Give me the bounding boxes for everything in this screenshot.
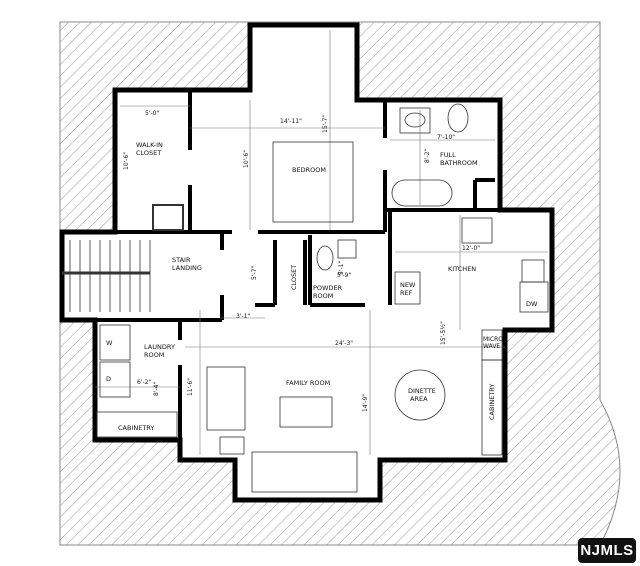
microwave-label-2: WAVE bbox=[483, 343, 500, 350]
dw-label: DW bbox=[526, 300, 538, 308]
dim-hall-width: 3'-1" bbox=[236, 313, 250, 320]
dinette-table bbox=[394, 369, 446, 421]
dim-powder-width: 5'-9" bbox=[337, 272, 351, 279]
coffee-table bbox=[279, 396, 333, 428]
dim-family-side: 11'-6" bbox=[187, 378, 194, 396]
powder-toilet bbox=[316, 245, 334, 271]
laundry-cabinetry bbox=[96, 411, 178, 438]
new-ref-label-2: REF bbox=[400, 289, 413, 297]
walk-in-closet-label-2: CLOSET bbox=[136, 149, 161, 157]
full-bathroom-label: FULL bbox=[440, 151, 456, 159]
dim-bath-width: 7'-10" bbox=[437, 134, 455, 141]
powder-room-label-2: ROOM bbox=[313, 292, 333, 300]
dim-closet-width: 5'-0" bbox=[145, 110, 159, 117]
dryer-label: D bbox=[106, 375, 111, 383]
refrigerator bbox=[394, 271, 421, 305]
washer bbox=[99, 324, 131, 361]
dim-powder-depth: 5'-1" bbox=[338, 261, 345, 275]
dim-bath-depth: 8'-2" bbox=[424, 149, 431, 163]
dim-closet-depth: 10'-6" bbox=[123, 152, 130, 170]
dim-bedroom-depth: 10'-6" bbox=[243, 150, 250, 168]
new-ref-label: NEW bbox=[400, 281, 416, 289]
side-table bbox=[219, 436, 245, 455]
dim-kitchen-width: 12'-0" bbox=[462, 245, 480, 252]
bedroom-label: BEDROOM bbox=[292, 166, 326, 174]
full-bathroom-label-2: BATHROOM bbox=[440, 159, 478, 167]
interior-walls bbox=[62, 90, 500, 440]
walk-in-closet-label: WALK-IN bbox=[136, 141, 163, 149]
family-room-label: FAMILY ROOM bbox=[286, 379, 330, 387]
bed bbox=[272, 141, 354, 223]
kitchen-cabinetry-label: CABINETRY bbox=[488, 384, 496, 420]
powder-room-label: POWDER bbox=[313, 284, 343, 292]
chair bbox=[206, 366, 246, 431]
dinette-area-label-2: AREA bbox=[410, 395, 428, 403]
dim-bedroom-alcove: 15'-7" bbox=[322, 115, 329, 133]
fireplace bbox=[152, 204, 184, 231]
sofa bbox=[251, 451, 358, 493]
dinette-area-label: DINETTE bbox=[408, 387, 436, 395]
closet-label: CLOSET bbox=[290, 265, 298, 290]
microwave-label: MICRO bbox=[483, 336, 503, 343]
laundry-room-label: LAUNDRY bbox=[144, 343, 175, 351]
dim-family-width: 24'-3" bbox=[335, 340, 353, 347]
stairs bbox=[62, 240, 151, 312]
bath-sink bbox=[399, 107, 431, 134]
dim-kitchen-depth: 15'-5½" bbox=[440, 321, 447, 345]
laundry-cabinetry-label: CABINETRY bbox=[118, 424, 154, 432]
powder-sink bbox=[337, 239, 357, 259]
bathtub bbox=[391, 179, 453, 207]
dishwasher bbox=[519, 281, 549, 313]
dim-family-depth: 14'-9" bbox=[362, 394, 369, 412]
fixtures bbox=[62, 103, 549, 493]
dim-laundry-width: 6'-2" bbox=[137, 379, 151, 386]
washer-label: W bbox=[106, 339, 113, 347]
toilet bbox=[447, 103, 469, 133]
dim-laundry-depth: 8'-4" bbox=[153, 382, 160, 396]
kitchen-label: KITCHEN bbox=[448, 265, 476, 273]
njmls-logo: NJMLS bbox=[578, 538, 636, 563]
cooktop bbox=[461, 217, 493, 244]
dim-hall-depth: 5'-7" bbox=[251, 266, 258, 280]
kitchen-cabinetry bbox=[481, 359, 503, 456]
dryer bbox=[99, 361, 131, 398]
dim-bedroom-width: 14'-11" bbox=[280, 118, 302, 125]
stair-landing-label-2: LANDING bbox=[172, 264, 202, 272]
stair-landing-label: STAIR bbox=[172, 256, 191, 264]
laundry-room-label-2: ROOM bbox=[144, 351, 164, 359]
